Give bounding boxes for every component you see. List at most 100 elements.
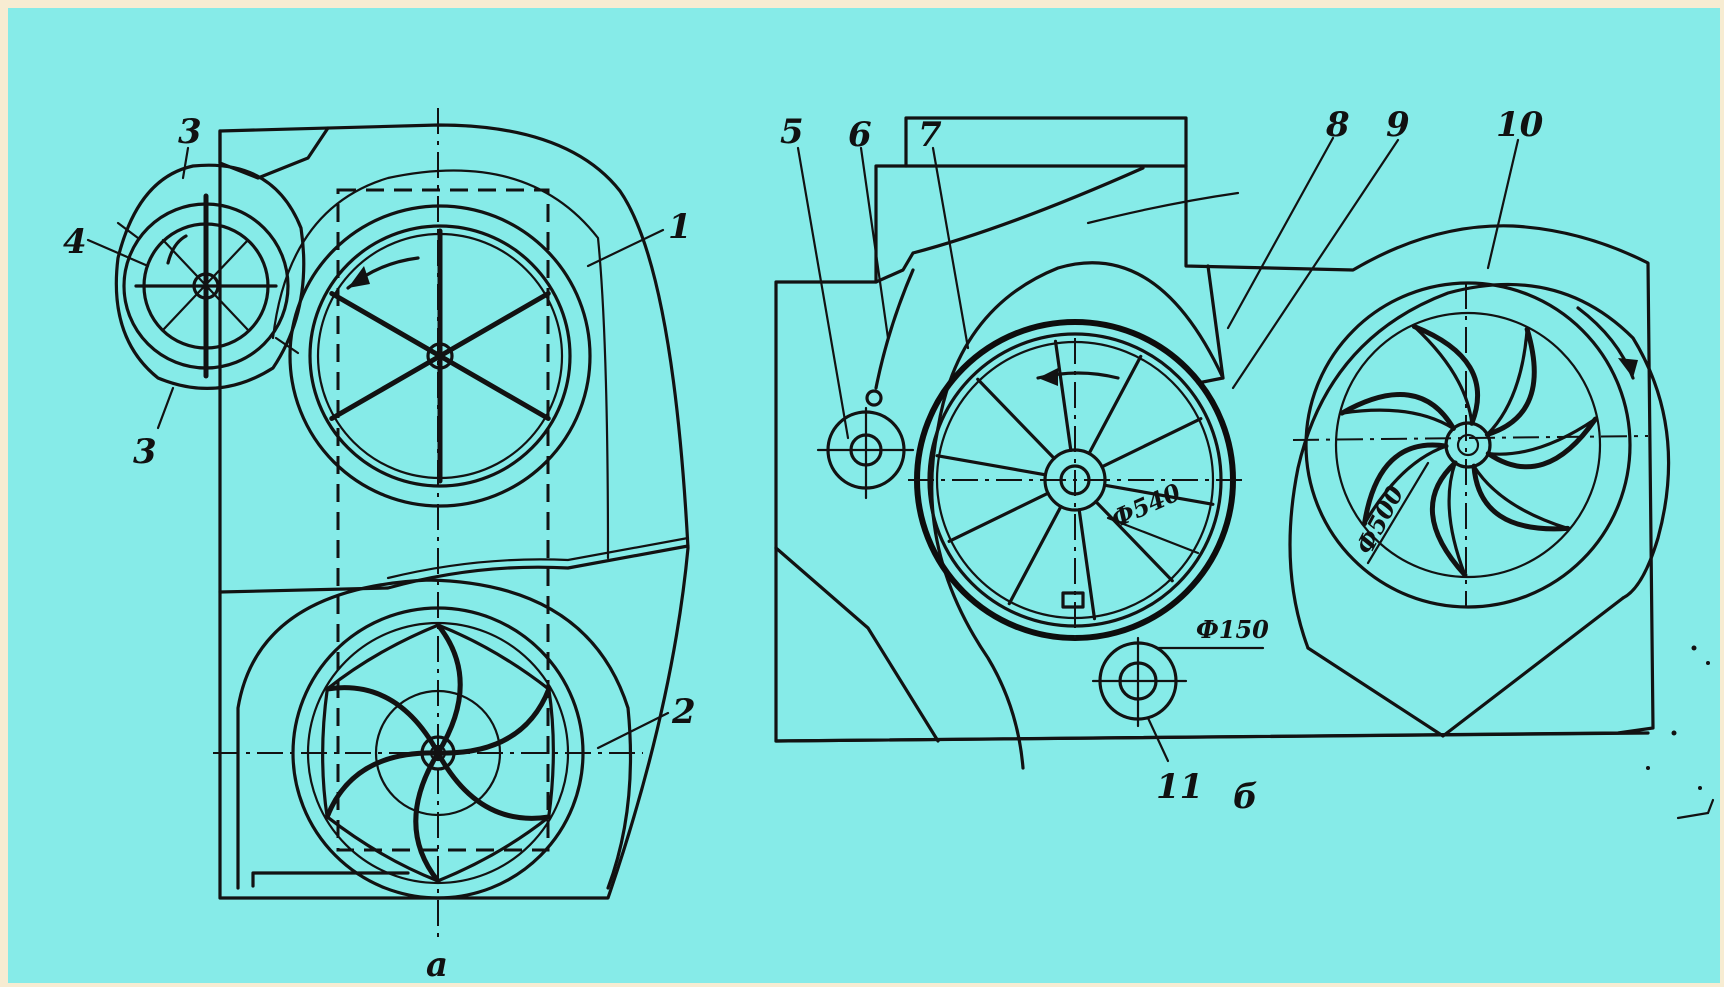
fan-10-blade-back xyxy=(1447,461,1467,577)
fan-10-blade-back xyxy=(1362,444,1448,526)
fan-2-shaft xyxy=(429,744,447,762)
fan-10-hub xyxy=(1444,421,1492,469)
fan-10-blade xyxy=(1362,442,1449,527)
casing-3-flange-1 xyxy=(116,221,140,240)
fan-2-hub-ring xyxy=(374,689,502,817)
drum-1-hub xyxy=(426,342,454,370)
drum-7-spoke xyxy=(1087,354,1143,456)
view-b-leader-lines xyxy=(796,136,1520,763)
fan-10-blade-back xyxy=(1340,408,1456,431)
fan-10-scroll-casing xyxy=(1288,282,1671,650)
view-a-middle-divider xyxy=(218,544,690,594)
drum-7-spoke xyxy=(1077,508,1097,621)
fan-2-blade-edge xyxy=(547,687,555,819)
small-drum-4-hub xyxy=(192,272,220,300)
view-b-side-view: 5 6 7 8 9 10 11 б Ф540 Ф500 Ф150 xyxy=(774,105,1715,820)
drum-1-spoke xyxy=(329,353,443,421)
guide-plate-8 xyxy=(1196,264,1225,385)
label-3-bottom: 3 xyxy=(133,432,157,472)
view-b-inlet-top xyxy=(904,116,1188,168)
view-b-bottom-line xyxy=(774,731,1650,743)
dimension-540: Ф540 xyxy=(1107,477,1186,533)
dimension-line-540 xyxy=(1106,516,1200,555)
fan-10-blade xyxy=(1339,392,1456,432)
label-3-top: 3 xyxy=(178,112,202,152)
fan-2-blade-edge xyxy=(321,687,329,819)
view-a-bottom-slot xyxy=(251,871,410,888)
view-a-top-notch xyxy=(218,126,330,180)
fan-2-hub xyxy=(420,735,456,771)
dimension-line-500 xyxy=(1366,461,1430,565)
casing-3-flange-2 xyxy=(274,336,300,355)
fan-2-blade-edge xyxy=(325,815,440,883)
dimension-150: Ф150 xyxy=(1196,615,1269,644)
technical-drawing: 1 2 3 3 4 а xyxy=(63,105,1715,983)
label-1: 1 xyxy=(668,207,692,247)
view-a-front-view: 1 2 3 3 4 а xyxy=(63,108,696,983)
label-9: 9 xyxy=(1386,105,1410,145)
fan-10-blades xyxy=(1339,324,1598,578)
view-b-inlet-guide xyxy=(874,166,1145,284)
caption-b: б xyxy=(1233,777,1258,817)
drum-7-spoke xyxy=(1094,499,1174,583)
fan-10-blade xyxy=(1485,416,1598,470)
drum-1-spoke xyxy=(437,353,551,421)
fan-10-arrow-head xyxy=(1618,358,1638,378)
scraper-6-pivot xyxy=(865,389,883,407)
view-a-dashed-screen-outline xyxy=(336,188,550,852)
view-a-lower-scroll-casing xyxy=(236,578,633,890)
drum-7-spoke xyxy=(935,454,1048,477)
fan-10-blade-back xyxy=(1412,324,1474,425)
fan-10-blade-back xyxy=(1486,417,1597,456)
caption-a: а xyxy=(426,945,448,983)
edge-marks xyxy=(1646,645,1715,820)
drum-7 xyxy=(908,319,1248,641)
fan-10-impeller-rim xyxy=(1334,311,1602,579)
fan-2 xyxy=(291,606,585,900)
fan-2-outer-circle xyxy=(291,606,585,900)
label-11: 11 xyxy=(1156,767,1203,807)
fan-2-blade xyxy=(435,750,552,821)
view-b-inlet-arrow xyxy=(1086,191,1240,225)
fan-10-outer-casing xyxy=(1304,281,1632,609)
fan-2-blade xyxy=(324,750,441,820)
view-b-right-hopper xyxy=(1306,596,1625,738)
drum-7-clamp xyxy=(1061,591,1085,609)
drum-7-spoke xyxy=(1100,417,1203,469)
view-a-leader-lines xyxy=(86,146,670,750)
roller-5 xyxy=(816,406,915,500)
fan-10-blade-back xyxy=(1485,327,1529,437)
view-b-left-hopper xyxy=(774,546,940,743)
drum-1-spoke xyxy=(329,291,443,359)
fan-10-blade xyxy=(1411,324,1481,426)
drum-1-spoke xyxy=(437,291,551,359)
label-8: 8 xyxy=(1325,105,1350,145)
label-4: 4 xyxy=(63,222,87,262)
drum-1-rim xyxy=(308,224,572,488)
fan-2-blade xyxy=(435,622,463,756)
fan-2-blade xyxy=(324,685,441,756)
fan-2-blade-edge xyxy=(436,623,551,691)
view-a-upper-casing xyxy=(271,169,610,560)
fan-10-centerline-h xyxy=(1292,435,1649,441)
roller-11 xyxy=(1091,636,1188,728)
scraper-6 xyxy=(874,268,915,390)
fan-2-blade xyxy=(413,750,441,884)
casing-3-outer xyxy=(114,163,306,391)
view-b-drum-casing xyxy=(936,261,1225,430)
view-b-drum-casing-lower xyxy=(930,426,1025,770)
label-10: 10 xyxy=(1496,105,1544,145)
fan-2-blade xyxy=(435,686,552,756)
small-drum-4-rotation-arrow xyxy=(166,234,188,265)
view-a-middle-divider-inner xyxy=(386,536,690,580)
drum-1-spokes xyxy=(329,228,551,484)
drum-1 xyxy=(288,204,592,508)
fan-10-blade xyxy=(1471,463,1571,532)
fan-10-shaft xyxy=(1456,433,1480,457)
fan-10-blade-back xyxy=(1472,464,1570,531)
small-drum-4 xyxy=(114,163,306,391)
label-7: 7 xyxy=(918,115,942,155)
view-a-housing-outline xyxy=(218,123,690,900)
diagram-frame: 1 2 3 3 4 а xyxy=(8,8,1720,983)
fan-10-blade xyxy=(1430,460,1468,578)
